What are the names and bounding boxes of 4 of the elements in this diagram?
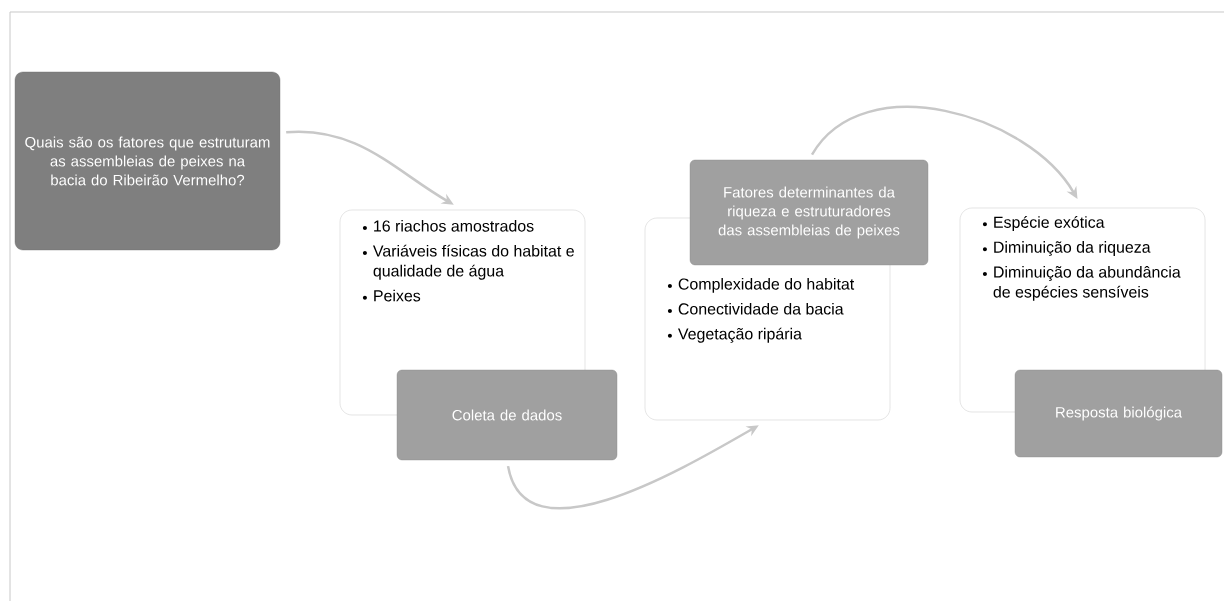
question-box: Quais são os fatores que estruturam as assembleias de peixes na bacia do Ribeirão Vermelho? [14,71,281,251]
title-tab: Coleta de dados [396,369,618,461]
title-tab: Resposta biológica [1014,369,1223,458]
title-tab: Fatores determinantes da riqueza e estruturadores das assembleias de peixes [689,159,929,266]
